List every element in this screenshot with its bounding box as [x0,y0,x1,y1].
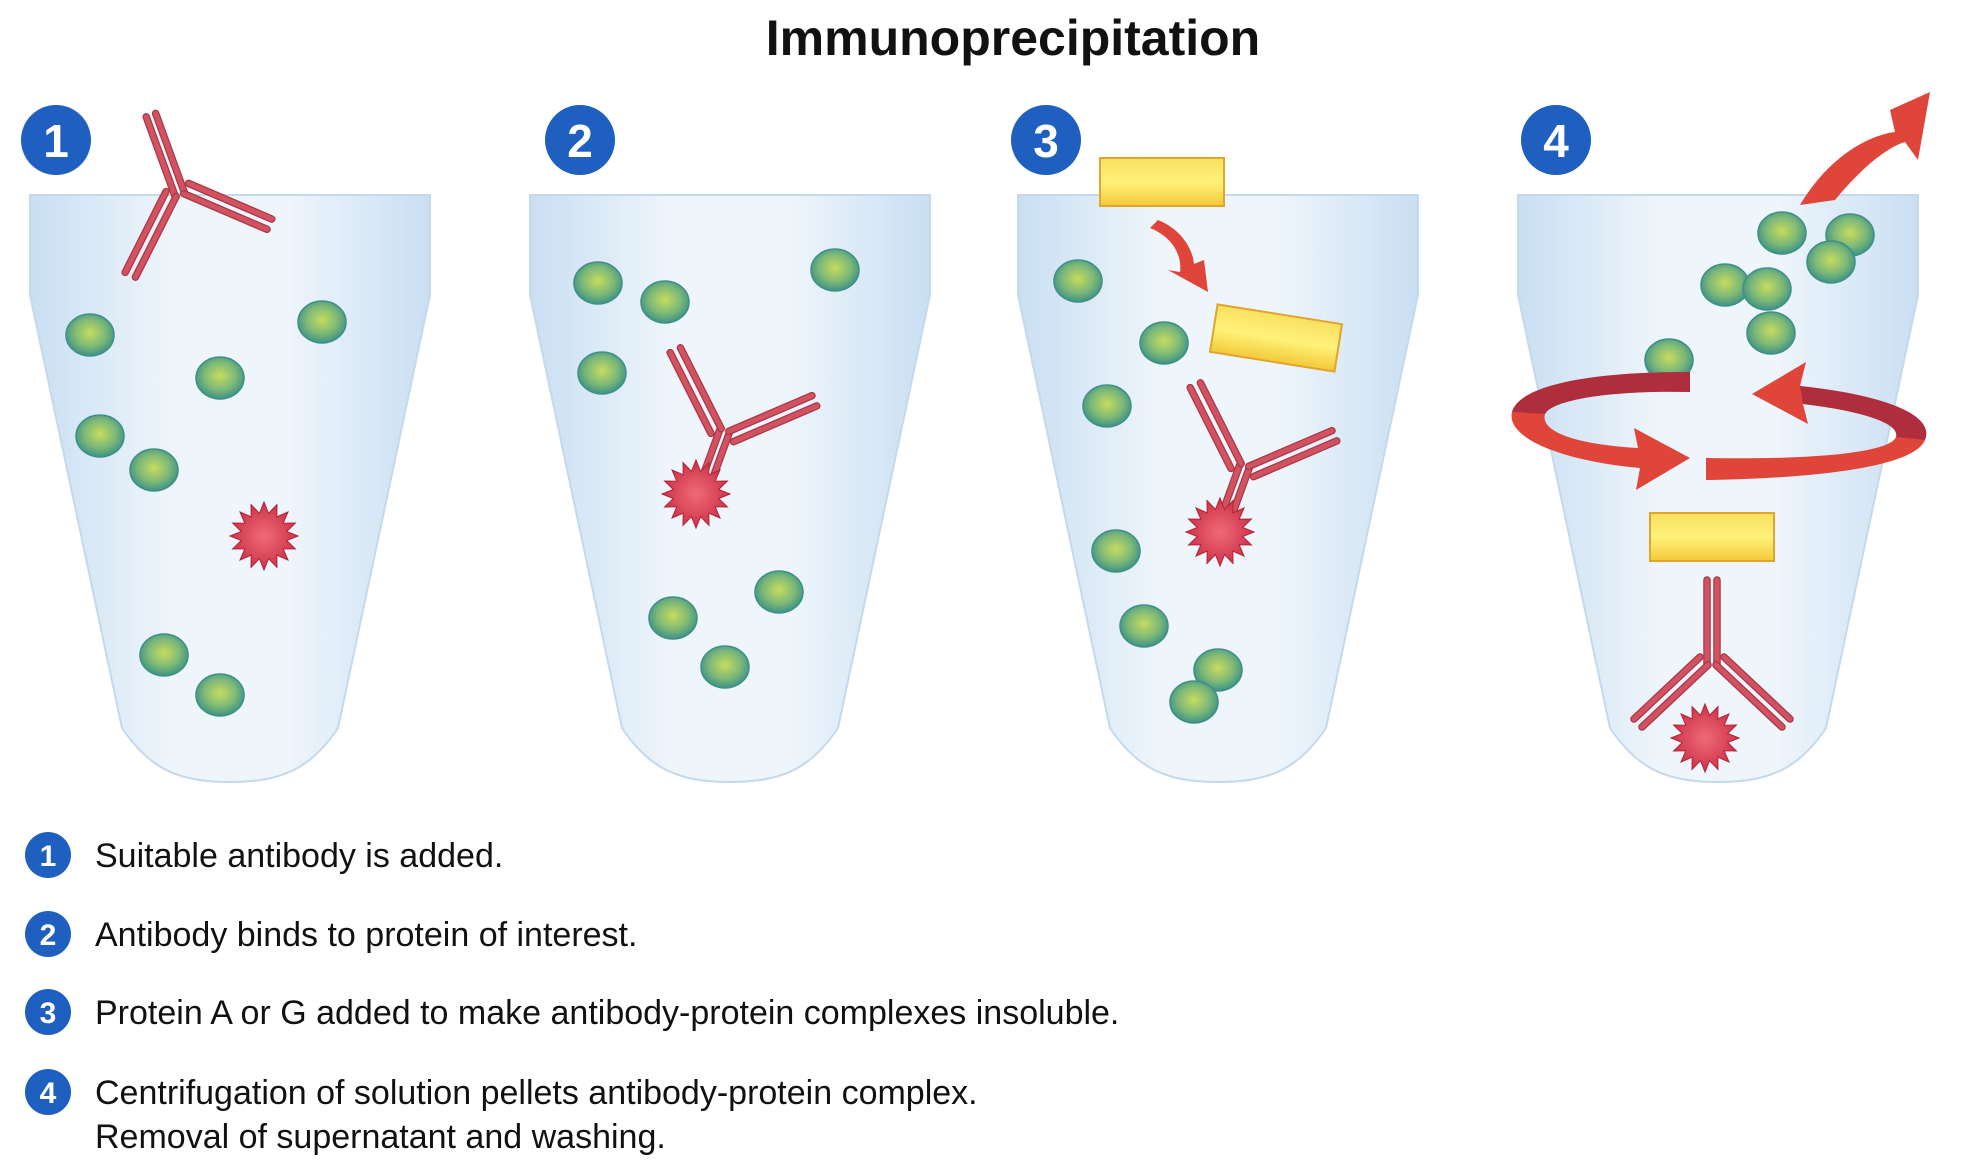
bead-icon [75,414,125,458]
rotation-arrow-icon [1512,372,1690,414]
bead-icon [195,673,245,717]
target-protein-icon [1184,496,1256,568]
bead-icon [573,261,623,305]
bead-icon [1139,321,1189,365]
step-badge-2 [545,105,615,175]
legend-step-text: Centrifugation of solution pellets antib… [95,1074,978,1112]
legend-badge-number: 1 [40,840,57,873]
bead-icon [1757,211,1807,255]
legend-badge-number: 4 [40,1077,57,1110]
bead-icon [195,356,245,400]
protein-ag-icon [1099,157,1225,207]
antibody-icon [1630,576,1794,731]
bead-icon [754,570,804,614]
bead-icon [577,351,627,395]
step-badge-number: 2 [567,115,593,167]
tube-4 [1517,194,1919,784]
arrow-icon [1150,220,1208,292]
legend-badge-number: 3 [40,997,57,1030]
step-badge-number: 3 [1033,115,1059,167]
tubes [29,194,1919,784]
step-legend: 1 Suitable antibody is added. 2 Antibody bi… [25,832,1119,1156]
bead-icon [1053,259,1103,303]
legend-step-text: Protein A or G added to make antibody-pr… [95,994,1119,1032]
bead-icon [1082,384,1132,428]
rotation-arrow-icon [1800,386,1927,440]
bead-icon [1806,240,1856,284]
bead-icon [1169,680,1219,724]
step-badge-4 [1521,105,1591,175]
bead-icon [700,645,750,689]
target-protein-icon [1669,702,1741,774]
legend-badge-3 [25,989,71,1035]
beads [65,211,1875,724]
target-protein-icon [228,500,300,572]
target-protein-icon [660,458,732,530]
diagram-title: Immunoprecipitation [766,10,1260,66]
protein-ag-icon [1649,512,1775,562]
bead-icon [1193,648,1243,692]
legend-badge-number: 2 [40,919,57,952]
tube-2 [529,194,931,784]
step-badge-1 [21,105,91,175]
protein-ag-icon [1208,303,1344,373]
legend-badge-2 [25,911,71,957]
arrow-icon [1800,92,1930,205]
bead-icon [1742,267,1792,311]
bead-icon [65,313,115,357]
bead-icon [1746,311,1796,355]
bead-icon [297,300,347,344]
bead-icon [139,633,189,677]
rotation-arrow-icon [1706,362,1927,480]
legend-badge-1 [25,832,71,878]
bead-icon [648,596,698,640]
step-badges: 1 2 3 4 [21,105,1591,175]
bead-icon [129,448,179,492]
bead-icon [1091,529,1141,573]
legend-badge-4 [25,1069,71,1115]
antibody-icon [121,109,276,281]
step-badge-number: 1 [43,115,69,167]
legend-step-text: Suitable antibody is added. [95,837,503,875]
bead-icon [1700,263,1750,307]
molecules [121,92,1930,774]
step-badge-number: 4 [1543,115,1569,167]
step-badge-3 [1011,105,1081,175]
bead-icon [1119,604,1169,648]
bead-icon [640,280,690,324]
bead-icon [810,248,860,292]
legend-step-text: Removal of supernatant and washing. [95,1118,666,1156]
legend-step-text: Antibody binds to protein of interest. [95,916,637,954]
